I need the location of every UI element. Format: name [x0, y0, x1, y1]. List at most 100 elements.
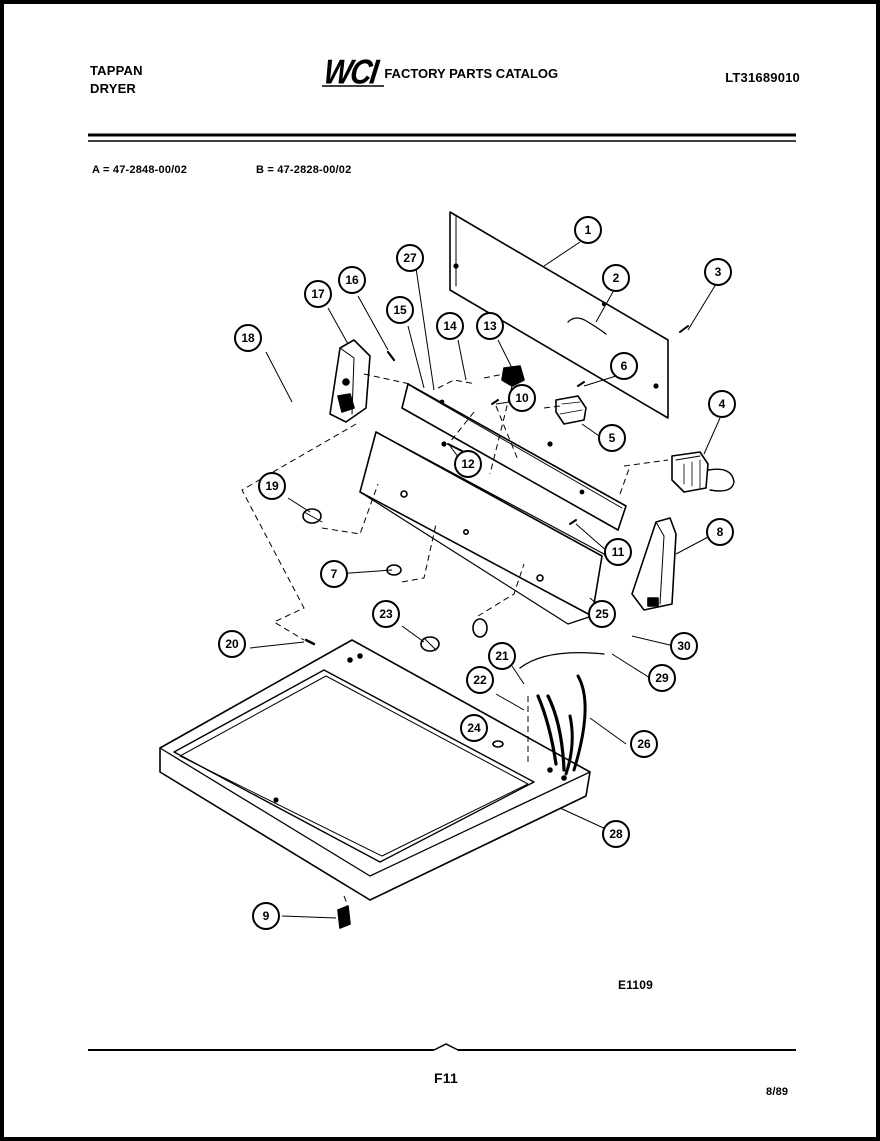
end-cap-left-part [329, 339, 371, 423]
callout-12: 12 [454, 450, 482, 478]
model-number-b: B = 47-2828-00/02 [256, 164, 352, 176]
callout-number: 25 [595, 607, 609, 621]
callout-20: 20 [218, 630, 246, 658]
callout-number: 1 [585, 223, 592, 237]
callout-number: 22 [473, 673, 487, 687]
callout-number: 14 [443, 319, 457, 333]
callout-number: 15 [393, 303, 407, 317]
catalog-title: FACTORY PARTS CATALOG [384, 65, 559, 81]
callout-circle [574, 216, 602, 244]
callout-circle [602, 820, 630, 848]
callout-circle [454, 450, 482, 478]
callout-number: 12 [461, 457, 475, 471]
callout-circle [706, 518, 734, 546]
callout-circle [708, 390, 736, 418]
callout-19: 19 [258, 472, 286, 500]
callout-circle [466, 666, 494, 694]
callout-circle [508, 384, 536, 412]
callout-circle [460, 714, 488, 742]
drawing-code: E1109 [618, 978, 654, 992]
callout-7: 7 [320, 560, 348, 588]
callout-23: 23 [372, 600, 400, 628]
callout-14: 14 [436, 312, 464, 340]
callout-number: 29 [655, 671, 669, 685]
callout-29: 29 [648, 664, 676, 692]
switch-part-5 [555, 395, 587, 425]
callout-circle [648, 664, 676, 692]
model-number-a: A = 47-2848-00/02 [92, 164, 188, 176]
callout-leaders [249, 241, 721, 919]
callout-number: 23 [379, 607, 393, 621]
callout-number: 7 [331, 567, 338, 581]
back-panel-part [449, 211, 669, 419]
print-date: 8/89 [766, 1086, 789, 1098]
callout-10: 10 [508, 384, 536, 412]
knob-part-23 [420, 636, 440, 652]
callout-circle [258, 472, 286, 500]
screw-part-11 [569, 519, 577, 525]
callout-24: 24 [460, 714, 488, 742]
callout-number: 17 [311, 287, 325, 301]
callout-number: 9 [263, 909, 270, 923]
header-rule [88, 133, 796, 142]
callout-5: 5 [598, 424, 626, 452]
callout-circle [630, 730, 658, 758]
callout-17: 17 [304, 280, 332, 308]
brand-block: TAPPAN DRYER [90, 62, 143, 98]
callout-number: 24 [467, 721, 481, 735]
page-number: F11 [434, 1070, 458, 1086]
brand-name: TAPPAN [90, 63, 143, 78]
callout-number: 10 [515, 391, 529, 405]
callout-circle [670, 632, 698, 660]
callout-1: 1 [574, 216, 602, 244]
callout-circle [476, 312, 504, 340]
bracket-part-12 [447, 443, 465, 453]
callout-circle [602, 264, 630, 292]
callout-circle [604, 538, 632, 566]
callout-number: 4 [719, 397, 726, 411]
callout-number: 16 [345, 273, 359, 287]
trim-strip-part [401, 383, 627, 531]
callout-circle [320, 560, 348, 588]
cabinet-top-part [159, 639, 591, 901]
callout-circle [372, 600, 400, 628]
callout-number: 18 [241, 331, 255, 345]
callout-number: 26 [637, 737, 651, 751]
callout-number: 28 [609, 827, 623, 841]
callout-number: 2 [613, 271, 620, 285]
callout-15: 15 [386, 296, 414, 324]
callout-number: 21 [495, 649, 509, 663]
callout-circle [234, 324, 262, 352]
callout-circle [338, 266, 366, 294]
callout-number: 3 [715, 265, 722, 279]
callout-9: 9 [252, 902, 280, 930]
wiring-harness-part [519, 651, 605, 776]
callout-13: 13 [476, 312, 504, 340]
callout-4: 4 [708, 390, 736, 418]
callout-circle [598, 424, 626, 452]
callout-number: 8 [717, 525, 724, 539]
callout-21: 21 [488, 642, 516, 670]
callout-number: 30 [677, 639, 691, 653]
catalog-number: LT31689010 [725, 70, 800, 85]
callout-number: 6 [621, 359, 628, 373]
callout-number: 20 [225, 637, 239, 651]
callout-circle [704, 258, 732, 286]
screw-part-10 [491, 399, 499, 405]
callout-3: 3 [704, 258, 732, 286]
callout-8: 8 [706, 518, 734, 546]
footer-rule [88, 1043, 796, 1051]
knob-part-19 [302, 508, 323, 524]
callout-circle [252, 902, 280, 930]
signal-light-part [501, 365, 525, 387]
screw-part-20 [304, 638, 316, 646]
callout-18: 18 [234, 324, 262, 352]
callout-number: 27 [403, 251, 417, 265]
knob-part-24 [472, 618, 488, 638]
callout-circle [386, 296, 414, 324]
callout-6: 6 [610, 352, 638, 380]
timer-part [671, 451, 735, 493]
callout-circle [610, 352, 638, 380]
